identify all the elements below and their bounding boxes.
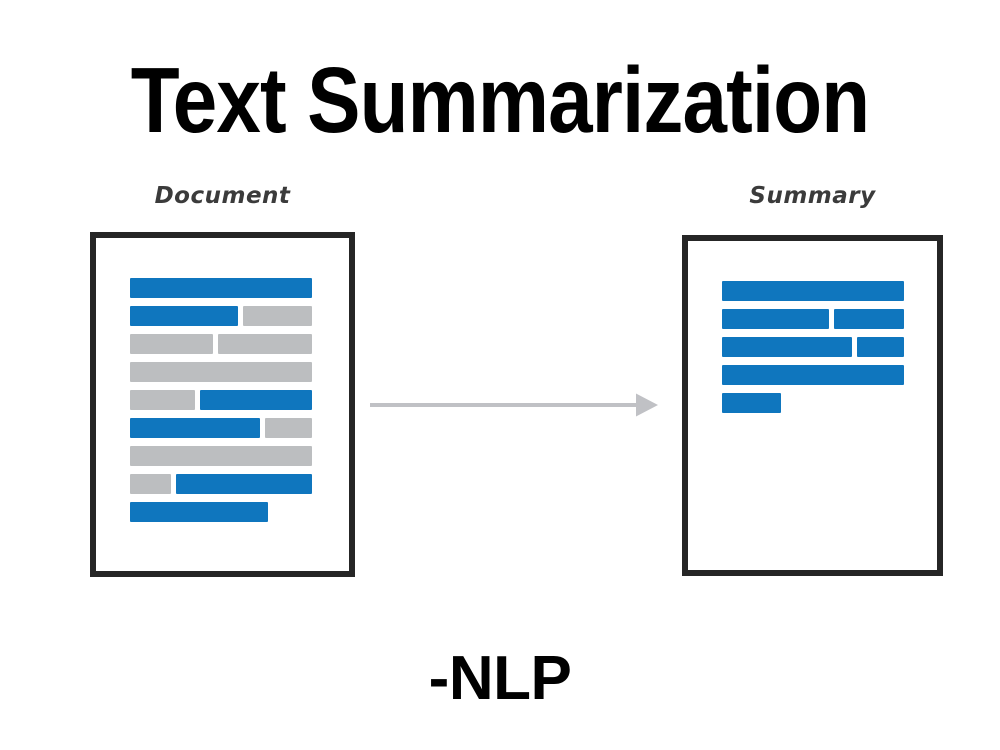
- page-title: Text Summarization: [130, 48, 870, 153]
- text-line: [130, 278, 312, 298]
- text-line: [130, 502, 268, 522]
- text-line: [130, 390, 312, 410]
- text-line-segment: [130, 418, 260, 438]
- text-line-segment: [130, 474, 171, 494]
- text-line-segment: [130, 446, 312, 466]
- text-line: [130, 306, 312, 326]
- text-line-segment: [200, 390, 312, 410]
- arrow-right-icon: [368, 388, 660, 422]
- text-line-segment: [130, 334, 213, 354]
- text-line-segment: [834, 309, 904, 329]
- text-line: [722, 337, 904, 357]
- text-line-segment: [722, 309, 829, 329]
- footer-credit: -NLP: [428, 644, 572, 713]
- text-line-segment: [130, 306, 238, 326]
- text-line-segment: [130, 362, 312, 382]
- text-line-segment: [130, 278, 312, 298]
- document-page: [90, 232, 355, 577]
- text-line: [130, 474, 312, 494]
- text-line: [722, 365, 904, 385]
- text-line-segment: [218, 334, 312, 354]
- text-line: [130, 334, 312, 354]
- text-line-segment: [722, 337, 852, 357]
- text-line-segment: [243, 306, 312, 326]
- summary-page: [682, 235, 943, 576]
- text-line-segment: [176, 474, 312, 494]
- text-line-segment: [265, 418, 312, 438]
- text-line: [130, 362, 312, 382]
- text-line-segment: [130, 502, 268, 522]
- document-caption: Document: [154, 183, 291, 209]
- text-line: [130, 446, 312, 466]
- text-line-segment: [722, 365, 904, 385]
- text-line-segment: [130, 390, 195, 410]
- text-line: [722, 393, 781, 413]
- text-line-segment: [722, 281, 904, 301]
- text-line: [722, 309, 904, 329]
- summary-caption: Summary: [749, 183, 876, 209]
- text-line: [130, 418, 312, 438]
- text-line-segment: [857, 337, 904, 357]
- text-line: [722, 281, 904, 301]
- text-line-segment: [722, 393, 781, 413]
